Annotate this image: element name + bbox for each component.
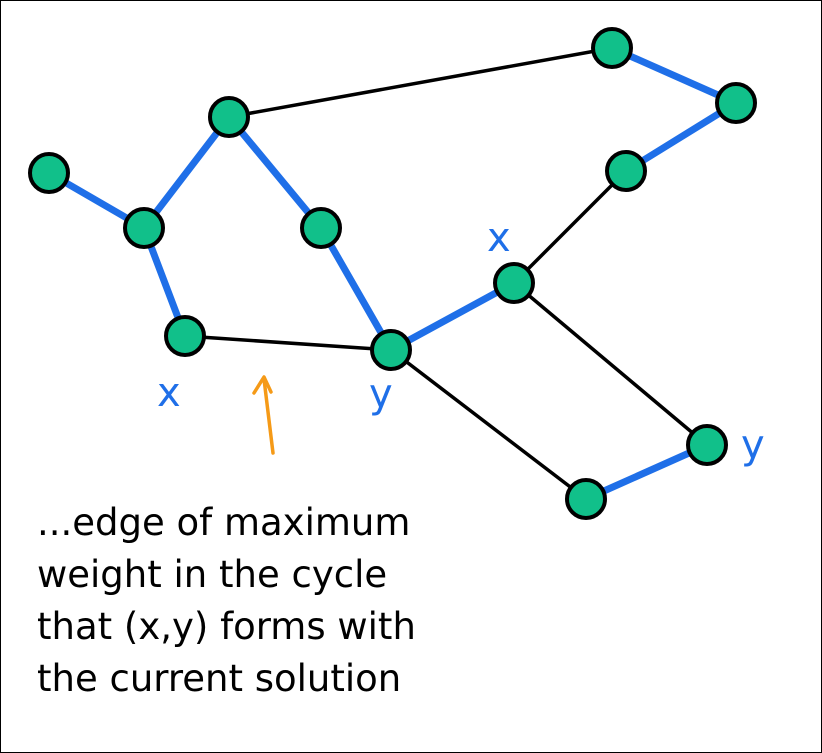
graph-node <box>123 207 165 249</box>
graph-node <box>28 152 70 194</box>
tree-edge <box>317 224 395 354</box>
edges-layer <box>45 44 740 503</box>
graph-node <box>715 82 757 124</box>
arrow-pointer <box>252 375 275 455</box>
tree-edge <box>608 44 740 107</box>
non-tree-edge <box>512 281 709 447</box>
label-x-left: x <box>157 370 181 416</box>
label-y-right: y <box>741 422 765 468</box>
caption-line: weight in the cycle <box>37 553 388 596</box>
non-tree-edge <box>183 334 393 352</box>
graph-node <box>208 96 250 138</box>
label-x-right: x <box>487 215 511 261</box>
caption-text: ...edge of maximum weight in the cycle t… <box>37 497 416 705</box>
caption-line: that (x,y) forms with <box>37 605 416 648</box>
non-tree-edge <box>227 46 614 119</box>
arrow-head <box>252 375 273 395</box>
graph-node <box>370 329 412 371</box>
graph-node <box>605 150 647 192</box>
endpoint-labels: x y x y <box>157 215 765 468</box>
nodes-layer <box>28 27 757 520</box>
label-y-left: y <box>369 371 393 417</box>
graph-node <box>591 27 633 69</box>
arrow-shaft <box>262 377 275 455</box>
tree-edge <box>225 113 325 232</box>
caption-line: ...edge of maximum <box>37 501 411 544</box>
tree-edge <box>622 99 740 175</box>
graph-node <box>300 207 342 249</box>
non-tree-edge <box>512 169 628 285</box>
tree-edge <box>582 441 711 503</box>
graph-node <box>686 424 728 466</box>
tree-edge <box>387 279 518 354</box>
graph-node <box>565 478 607 520</box>
non-tree-edge <box>389 348 588 501</box>
graph-node <box>164 315 206 357</box>
caption-line: the current solution <box>37 657 402 700</box>
tree-edge <box>140 113 233 232</box>
graph-node <box>493 262 535 304</box>
